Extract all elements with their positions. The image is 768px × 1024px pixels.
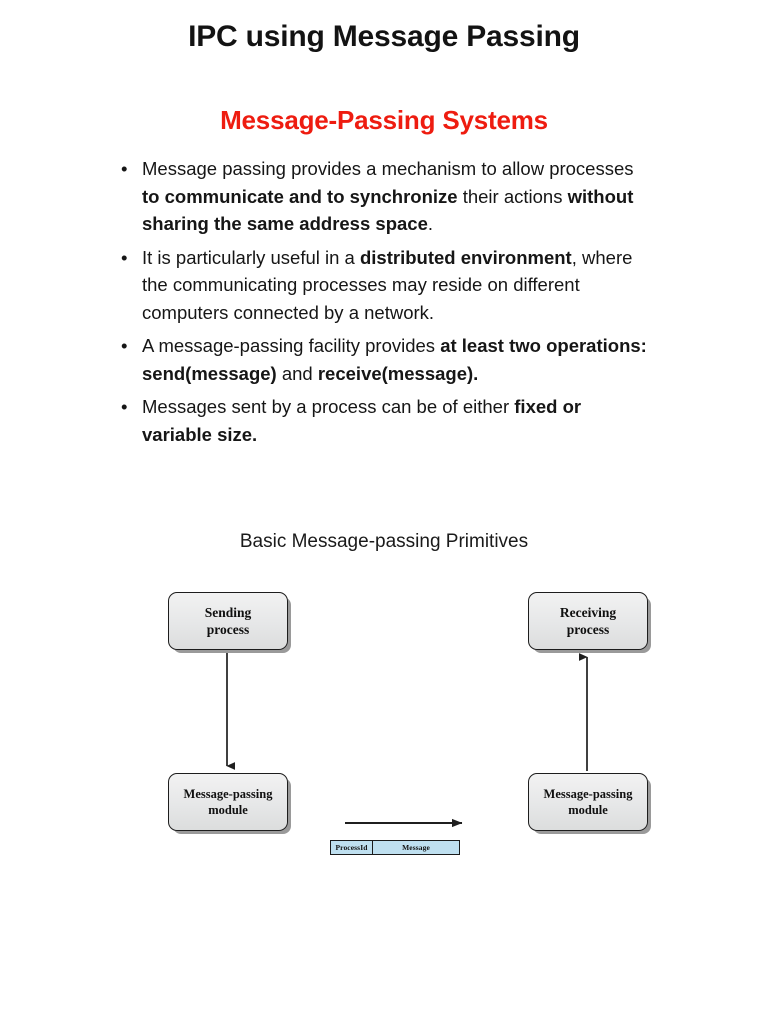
node-receiving-process-line2: process — [566, 622, 610, 637]
bullet-dot-icon: • — [121, 335, 128, 356]
section-heading: Message-Passing Systems — [220, 105, 548, 135]
node-module-right-line1: Message-passing — [543, 787, 633, 801]
bullet-text: Messages sent by a process can be of eit… — [142, 396, 582, 445]
bullet-text: A message-passing facility provides at l… — [142, 335, 647, 384]
node-module-right-line2: module — [568, 803, 608, 817]
node-module-left-line2: module — [208, 803, 248, 817]
node-module-left: Message-passing module — [168, 773, 288, 831]
diagram-caption: Basic Message-passing Primitives — [239, 531, 529, 552]
node-sending-process: Sending process — [168, 592, 288, 650]
node-receiving-process: Receiving process — [528, 592, 648, 650]
bullet-item: • Message passing provides a mechanism to… — [118, 155, 648, 238]
bullet-dot-icon: • — [121, 396, 128, 417]
page-title: IPC using Message Passing — [188, 20, 580, 53]
node-module-right: Message-passing module — [528, 773, 648, 831]
packet-message-field: Message — [402, 843, 430, 852]
bullet-item: • It is particularly useful in a distribu… — [118, 244, 648, 327]
node-module-left-line1: Message-passing — [183, 787, 273, 801]
bullet-item: • A message-passing facility provides at … — [118, 332, 648, 387]
packet-process-id-field: ProcessId — [331, 841, 373, 854]
bullet-item: • Messages sent by a process can be of ei… — [118, 393, 648, 448]
message-packet: ProcessId Message — [330, 840, 460, 855]
bullet-text: Message passing provides a mechanism to … — [142, 158, 634, 234]
bullet-text: It is particularly useful in a distribut… — [142, 246, 633, 323]
bullet-list: • Message passing provides a mechanism to… — [118, 155, 648, 454]
node-receiving-process-line1: Receiving — [559, 604, 617, 620]
node-sending-process-line2: process — [206, 622, 250, 637]
bullet-dot-icon: • — [121, 158, 128, 179]
bullet-dot-icon: • — [121, 246, 128, 268]
node-sending-process-line1: Sending — [204, 604, 252, 620]
